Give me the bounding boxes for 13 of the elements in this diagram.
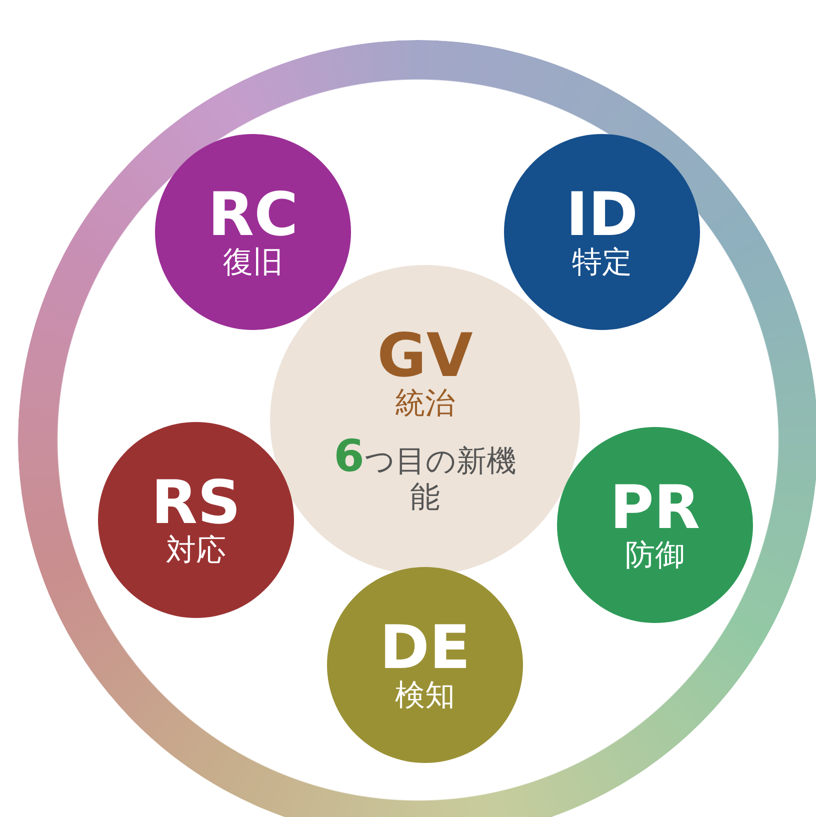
abbreviation-label: ID bbox=[566, 184, 638, 246]
abbreviation-label: PR bbox=[610, 477, 700, 539]
note-text: 6つ目の新機能 bbox=[332, 438, 518, 516]
function-label: 復旧 bbox=[223, 246, 283, 280]
function-label: 検知 bbox=[395, 679, 455, 713]
abbreviation-label: GV bbox=[377, 324, 473, 386]
function-label: 防御 bbox=[625, 539, 685, 573]
abbreviation-label: RS bbox=[151, 472, 241, 534]
function-label: 特定 bbox=[572, 246, 632, 280]
abbreviation-label: RC bbox=[208, 184, 298, 246]
function-label: 対応 bbox=[166, 534, 226, 568]
function-label: 統治 bbox=[395, 386, 455, 420]
abbreviation-label: DE bbox=[380, 617, 470, 679]
